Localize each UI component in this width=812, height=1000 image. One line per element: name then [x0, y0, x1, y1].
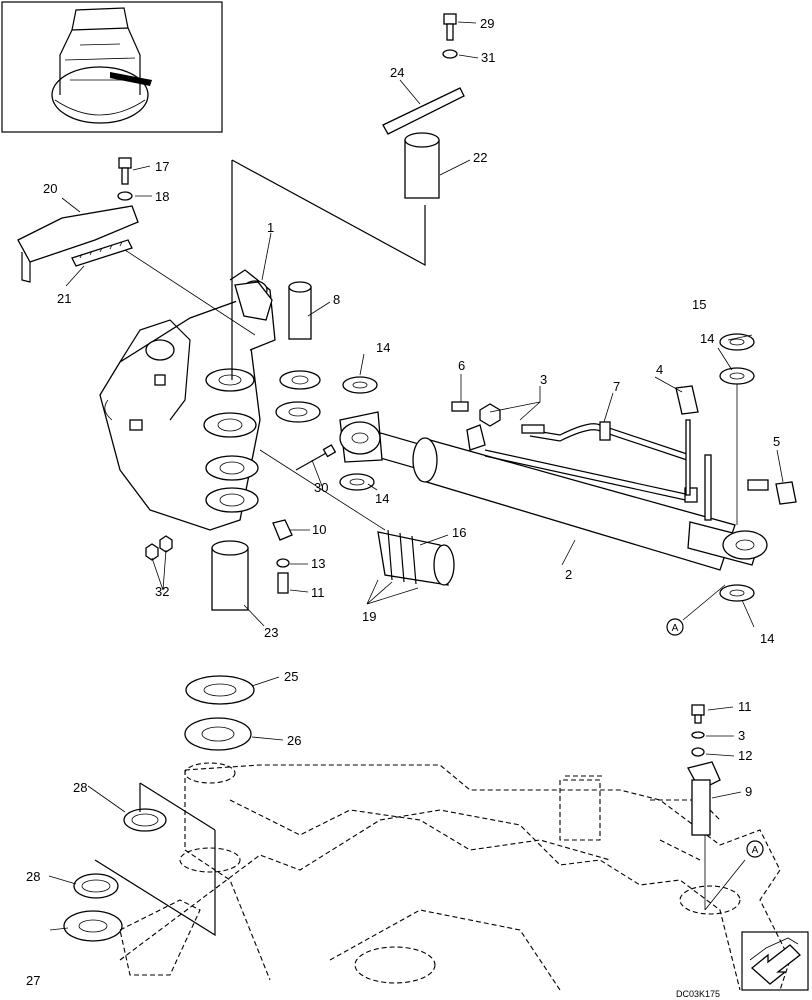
callout-3-upper: 3	[540, 372, 547, 387]
callout-20: 20	[43, 181, 57, 196]
serrated-plate	[71, 239, 133, 267]
callout-2: 2	[565, 567, 572, 582]
callout-19: 19	[362, 609, 376, 624]
callout-11-lower: 11	[738, 699, 752, 714]
callout-32: 32	[155, 584, 169, 599]
callout-10: 10	[312, 522, 326, 537]
pin-8	[288, 281, 312, 340]
callout-31: 31	[481, 50, 495, 65]
washer-14-upper-left	[342, 376, 378, 394]
washer-13	[276, 558, 290, 568]
washer-18	[117, 191, 133, 201]
alignment-line-21	[124, 249, 256, 336]
callout-14-upper-right: 14	[700, 331, 714, 346]
callout-24: 24	[390, 65, 404, 80]
callout-29: 29	[480, 16, 494, 31]
hydraulic-cylinder	[339, 411, 768, 571]
callout-17: 17	[155, 159, 169, 174]
bracket-ear	[234, 281, 273, 321]
callout-12: 12	[738, 748, 752, 763]
callout-8: 8	[333, 292, 340, 307]
bolt-17	[118, 157, 132, 185]
washer-14-upper-right	[719, 367, 755, 385]
elbow-fitting-5	[775, 481, 797, 505]
guard-cover	[17, 205, 139, 283]
bolt-11	[277, 572, 289, 594]
callout-5: 5	[773, 434, 780, 449]
callout-4: 4	[656, 362, 663, 377]
callout-25: 25	[284, 669, 298, 684]
callout-28-lower: 28	[26, 869, 40, 884]
frame-phantom-outline	[119, 762, 791, 991]
nut-3	[479, 403, 501, 427]
callout-14-upper-left: 14	[376, 340, 390, 355]
alignment-line-16	[259, 449, 386, 531]
direction-arrow-box	[741, 931, 809, 991]
swing-bracket	[99, 269, 321, 531]
callout-14-lower-left: 14	[375, 491, 389, 506]
fitting-3	[521, 424, 545, 434]
machine-locator-inset	[1, 1, 223, 133]
washer-14-lower-left	[339, 473, 375, 491]
bolt-29	[443, 13, 457, 41]
washer-31	[442, 49, 458, 59]
elbow-fitting-4	[675, 385, 699, 415]
lock-bar-24	[382, 87, 465, 135]
drawing-code: DC03K175	[676, 989, 720, 999]
washer-15	[719, 333, 755, 351]
washer-3-lower	[691, 731, 705, 739]
ring-28-upper	[123, 808, 167, 832]
hydraulic-lines	[484, 419, 712, 521]
washer-12	[691, 747, 705, 757]
callout-1: 1	[267, 220, 274, 235]
callout-9: 9	[745, 784, 752, 799]
callout-13: 13	[311, 556, 325, 571]
washer-26	[184, 717, 252, 751]
callout-21: 21	[57, 291, 71, 306]
pin-9	[687, 761, 721, 836]
washer-25	[185, 675, 255, 705]
callout-labels: 1 2 3 4 5 6 7 8 9 10 11 11 3 12 13 14 14…	[26, 16, 780, 988]
callout-11-upper: 11	[311, 585, 325, 600]
nut-32-right	[159, 535, 173, 553]
callout-3-lower: 3	[738, 728, 745, 743]
callout-26: 26	[287, 733, 301, 748]
callout-7: 7	[613, 379, 620, 394]
washer-14-lower-right	[719, 584, 755, 602]
callout-28-upper: 28	[73, 780, 87, 795]
fitting-6	[451, 401, 469, 412]
callout-14-lower-right: 14	[760, 631, 774, 646]
callout-30: 30	[314, 480, 328, 495]
reference-marker-lower: A	[746, 840, 764, 858]
pin-22	[404, 132, 440, 199]
bushing-23	[211, 540, 249, 611]
callout-15: 15	[692, 297, 706, 312]
sleeve-16	[377, 529, 455, 586]
nut-32-left	[145, 543, 159, 561]
callout-16: 16	[452, 525, 466, 540]
alignment-line-22	[231, 159, 426, 267]
reference-marker-upper: A	[666, 584, 726, 636]
callout-22: 22	[473, 150, 487, 165]
svg-text:A: A	[672, 623, 679, 634]
callout-18: 18	[155, 189, 169, 204]
callout-leader-lines	[48, 21, 784, 931]
plate-10	[272, 519, 293, 541]
ring-28-lower	[73, 873, 119, 899]
callout-6: 6	[458, 358, 465, 373]
washer-27	[63, 910, 123, 942]
callout-23: 23	[264, 625, 278, 640]
bolt-11-lower	[691, 704, 705, 716]
svg-text:A: A	[752, 845, 759, 856]
callout-27: 27	[26, 973, 40, 988]
